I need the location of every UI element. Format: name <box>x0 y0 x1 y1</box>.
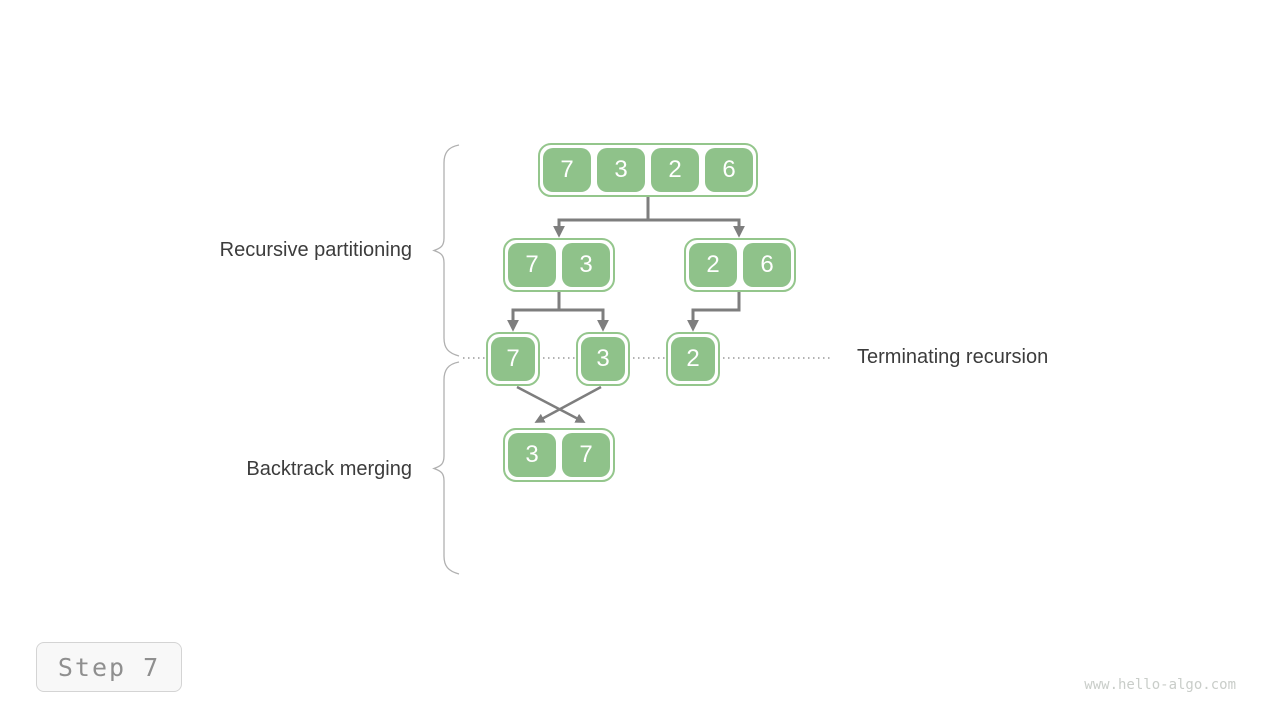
array-cell: 2 <box>671 337 715 381</box>
array-cell: 7 <box>543 148 591 192</box>
array-cell: 6 <box>705 148 753 192</box>
merge-cross-arrows <box>516 385 602 423</box>
step-badge: Step 7 <box>36 642 182 692</box>
array-node-2: 2 <box>666 332 720 386</box>
split-connector-level1 <box>553 197 745 238</box>
array-cell: 3 <box>562 243 610 287</box>
split-connector-level2-right <box>687 292 741 332</box>
array-cell: 7 <box>562 433 610 477</box>
brace-recursive-partitioning <box>432 144 460 357</box>
array-cell: 3 <box>597 148 645 192</box>
label-backtrack-merging: Backtrack merging <box>246 458 412 480</box>
brace-backtrack-merging <box>432 361 460 575</box>
array-node-3: 3 <box>576 332 630 386</box>
array-node-7326: 7 3 2 6 <box>538 143 758 197</box>
array-node-7: 7 <box>486 332 540 386</box>
array-node-73: 7 3 <box>503 238 615 292</box>
array-cell: 3 <box>508 433 556 477</box>
array-cell: 7 <box>508 243 556 287</box>
array-cell: 7 <box>491 337 535 381</box>
array-cell: 6 <box>743 243 791 287</box>
watermark-text: www.hello-algo.com <box>1084 677 1236 693</box>
array-node-37-merged: 3 7 <box>503 428 615 482</box>
array-cell: 2 <box>651 148 699 192</box>
array-cell: 2 <box>689 243 737 287</box>
array-cell: 3 <box>581 337 625 381</box>
label-recursive-partitioning: Recursive partitioning <box>219 239 412 261</box>
label-terminating-recursion: Terminating recursion <box>857 346 1049 368</box>
split-connector-level2-left <box>507 292 609 332</box>
array-node-26: 2 6 <box>684 238 796 292</box>
